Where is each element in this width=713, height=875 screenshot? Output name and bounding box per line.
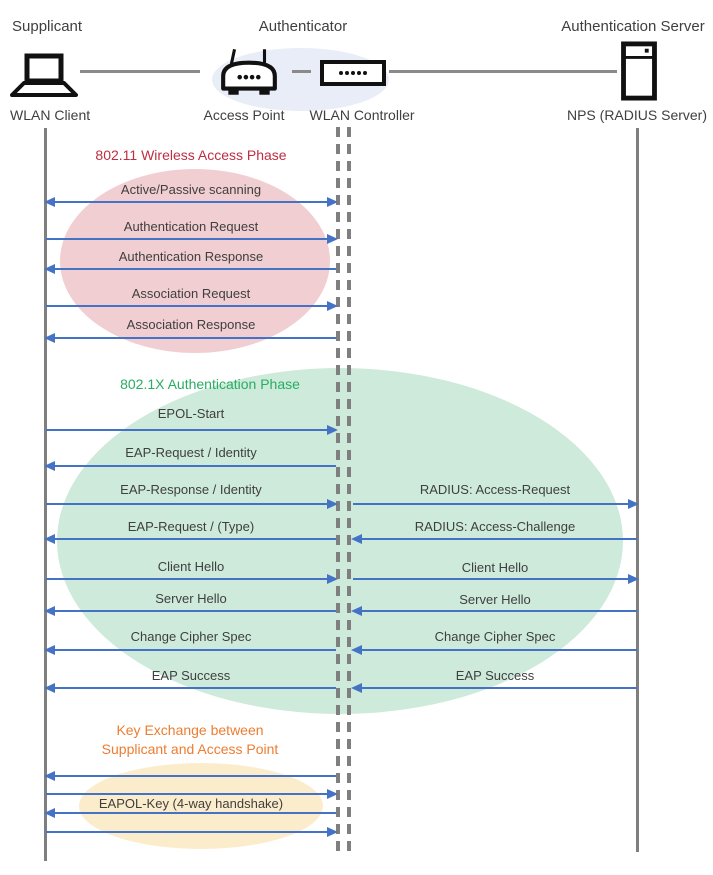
arrowhead-left-icon [44,645,55,655]
actor-role-authenticator: Authenticator [258,18,348,35]
arrowhead-right-icon [327,425,338,435]
arrowhead-left-icon [44,534,55,544]
phase-ellipse-8021x [57,368,623,714]
lifeline-radius-server [636,128,639,852]
message-arrow [353,574,639,584]
message-arrow [44,534,336,544]
arrowhead-left-icon [44,683,55,693]
arrowhead-left-icon [44,333,55,343]
message-arrow [46,574,338,584]
message-label: EAP Success [455,668,535,683]
message-label: Authentication Response [118,249,264,264]
message-label: RADIUS: Access-Request [419,482,571,497]
phase-title-key-exchange-line2: Supplicant and Access Point [101,741,279,757]
message-label: EAP-Response / Identity [120,482,262,497]
message-label: Change Cipher Spec [434,629,556,644]
message-label: Server Hello [155,591,227,606]
message-label: Association Request [131,286,251,301]
arrowhead-left-icon [44,606,55,616]
arrowhead-left-icon [351,645,362,655]
message-arrow [46,301,338,311]
arrowhead-left-icon [44,808,55,818]
arrowhead-left-icon [44,461,55,471]
message-arrow [44,771,336,781]
message-arrow [44,333,336,343]
phase-title-80211: 802.11 Wireless Access Phase [95,147,287,163]
message-label: Association Response [126,317,256,332]
phase-title-8021x: 802.1X Authentication Phase [120,376,300,392]
message-arrow [44,461,336,471]
message-label: EAP-Request / Identity [125,445,257,460]
message-arrow [46,499,338,509]
message-arrow [46,425,338,435]
message-arrow [44,197,338,207]
message-arrow [46,789,338,799]
phase-ellipse-key-exchange [79,763,323,849]
message-arrow [44,683,336,693]
device-label-wlan-controller: WLAN Controller [309,107,415,123]
arrowhead-right-icon [628,574,639,584]
arrowhead-right-icon [327,789,338,799]
message-label: EPOL-Start [157,406,225,421]
message-label: Client Hello [157,559,225,574]
access-point-icon [218,46,280,103]
message-arrow [351,606,637,616]
connector-line [292,70,311,73]
arrowhead-right-icon [327,197,338,207]
message-arrow [351,534,637,544]
server-icon [620,41,658,106]
arrowhead-right-icon [327,301,338,311]
arrowhead-left-icon [351,683,362,693]
arrowhead-left-icon [44,264,55,274]
message-label: EAP-Request / (Type) [127,519,255,534]
lifeline-wlan-client [44,128,47,861]
arrowhead-left-icon [351,606,362,616]
actor-role-authentication-server: Authentication Server [561,18,705,35]
arrowhead-right-icon [327,827,338,837]
message-arrow [351,645,637,655]
message-label: EAPOL-Key (4-way handshake) [98,796,284,811]
message-label: RADIUS: Access-Challenge [414,519,576,534]
message-arrow [44,808,336,818]
message-arrow [351,683,637,693]
arrowhead-right-icon [327,234,338,244]
connector-line [80,70,200,73]
message-label: EAP Success [151,668,231,683]
device-label-wlan-client: WLAN Client [10,107,91,123]
message-arrow [44,606,336,616]
message-arrow [46,827,338,837]
message-arrow [46,234,338,244]
wlan-controller-icon [320,60,386,91]
laptop-icon [10,53,78,104]
message-label: Authentication Request [123,219,259,234]
phase-title-key-exchange-line1: Key Exchange between [116,722,264,738]
message-label: Server Hello [459,592,531,607]
arrowhead-left-icon [44,197,55,207]
message-label: Active/Passive scanning [120,182,262,197]
lifeline-tunnel-right [347,127,351,856]
message-arrow [44,264,336,274]
arrowhead-right-icon [327,574,338,584]
arrowhead-left-icon [351,534,362,544]
message-label: Change Cipher Spec [130,629,252,644]
device-label-access-point: Access Point [203,107,285,123]
connector-line [389,70,617,73]
lifeline-tunnel-left [336,127,340,856]
device-label-nps-radius-server: NPS (RADIUS Server) [566,107,708,123]
message-label: Client Hello [461,560,529,575]
arrowhead-right-icon [327,499,338,509]
message-arrow [353,499,639,509]
phase-ellipse-80211 [60,169,330,353]
message-arrow [44,645,336,655]
arrowhead-left-icon [44,771,55,781]
arrowhead-right-icon [628,499,639,509]
actor-role-supplicant: Supplicant [12,18,83,35]
